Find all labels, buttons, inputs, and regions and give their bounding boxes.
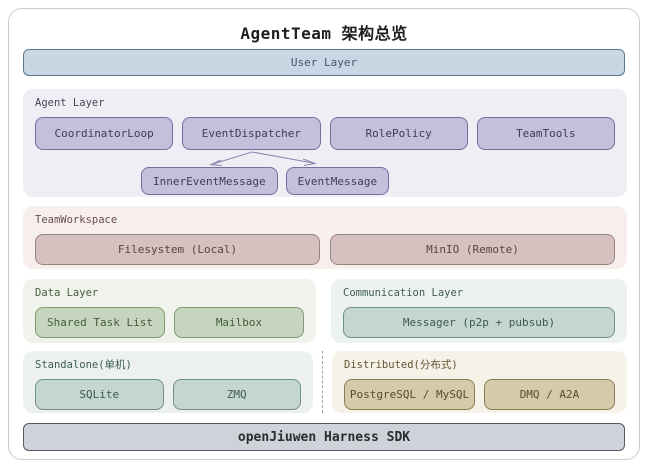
team-workspace-row: Filesystem (Local) MinIO (Remote) — [35, 234, 615, 265]
standalone-section-label: Standalone(单机) — [35, 359, 132, 371]
dispatch-arrowhead-left — [208, 159, 223, 167]
standalone-distributed-divider — [322, 351, 323, 413]
team-workspace-section-label: TeamWorkspace — [35, 214, 118, 226]
team-workspace-section: TeamWorkspace Filesystem (Local) MinIO (… — [23, 206, 627, 269]
sdk-bar-label: openJiuwen Harness SDK — [237, 429, 411, 445]
node-innereventmessage: InnerEventMessage — [141, 167, 278, 195]
node-shared-task-list: Shared Task List — [35, 307, 165, 338]
node-mailbox: Mailbox — [174, 307, 304, 338]
data-layer-section: Data Layer Shared Task List Mailbox — [23, 279, 316, 343]
node-dmq-a2a: DMQ / A2A — [484, 379, 615, 410]
node-teamtools: TeamTools — [476, 117, 615, 150]
node-eventmessage: EventMessage — [285, 167, 390, 195]
node-filesystem-local: Filesystem (Local) — [35, 234, 320, 265]
communication-layer-section-label: Communication Layer — [343, 287, 464, 299]
dispatch-arrow-left — [212, 151, 253, 165]
node-zmq: ZMQ — [172, 379, 301, 410]
agent-layer-section-label: Agent Layer — [35, 97, 105, 109]
distributed-section-label: Distributed(分布式) — [344, 359, 458, 371]
node-minio-remote: MinIO (Remote) — [330, 234, 615, 265]
deployment-row: Standalone(单机) SQLite ZMQ Distributed(分布… — [23, 351, 627, 413]
node-sqlite: SQLite — [35, 379, 164, 410]
agent-layer-component-row: CoordinatorLoop EventDispatcher RolePoli… — [35, 117, 615, 150]
agent-layer-section: Agent Layer CoordinatorLoop EventDispatc… — [23, 89, 627, 197]
node-messager: Messager (p2p + pubsub) — [343, 307, 615, 338]
distributed-row: PostgreSQL / MySQL DMQ / A2A — [344, 379, 615, 410]
node-rolepolicy: RolePolicy — [329, 117, 468, 150]
node-eventdispatcher: EventDispatcher — [182, 117, 321, 150]
user-layer-bar: User Layer — [23, 49, 625, 76]
communication-layer-row: Messager (p2p + pubsub) — [343, 307, 615, 338]
dispatch-arrows — [208, 151, 318, 167]
dispatch-arrow-right — [251, 151, 314, 164]
standalone-section: Standalone(单机) SQLite ZMQ — [23, 351, 313, 413]
sdk-bar: openJiuwen Harness SDK — [23, 423, 625, 451]
node-postgresql-mysql: PostgreSQL / MySQL — [344, 379, 475, 410]
data-layer-section-label: Data Layer — [35, 287, 99, 299]
agent-layer-message-row: InnerEventMessage EventMessage — [141, 167, 615, 195]
data-layer-row: Shared Task List Mailbox — [35, 307, 304, 338]
communication-layer-section: Communication Layer Messager (p2p + pubs… — [331, 279, 627, 343]
diagram-title: AgentTeam 架构总览 — [240, 24, 408, 43]
middle-row: Data Layer Shared Task List Mailbox Comm… — [23, 279, 627, 343]
standalone-row: SQLite ZMQ — [35, 379, 301, 410]
dispatch-arrowhead-right — [302, 158, 318, 167]
distributed-section: Distributed(分布式) PostgreSQL / MySQL DMQ … — [332, 351, 627, 413]
diagram-frame: AgentTeam 架构总览 User Layer Agent Layer Co… — [8, 8, 640, 460]
node-coordinatorloop: CoordinatorLoop — [35, 117, 174, 150]
user-layer-label: User Layer — [290, 56, 358, 69]
